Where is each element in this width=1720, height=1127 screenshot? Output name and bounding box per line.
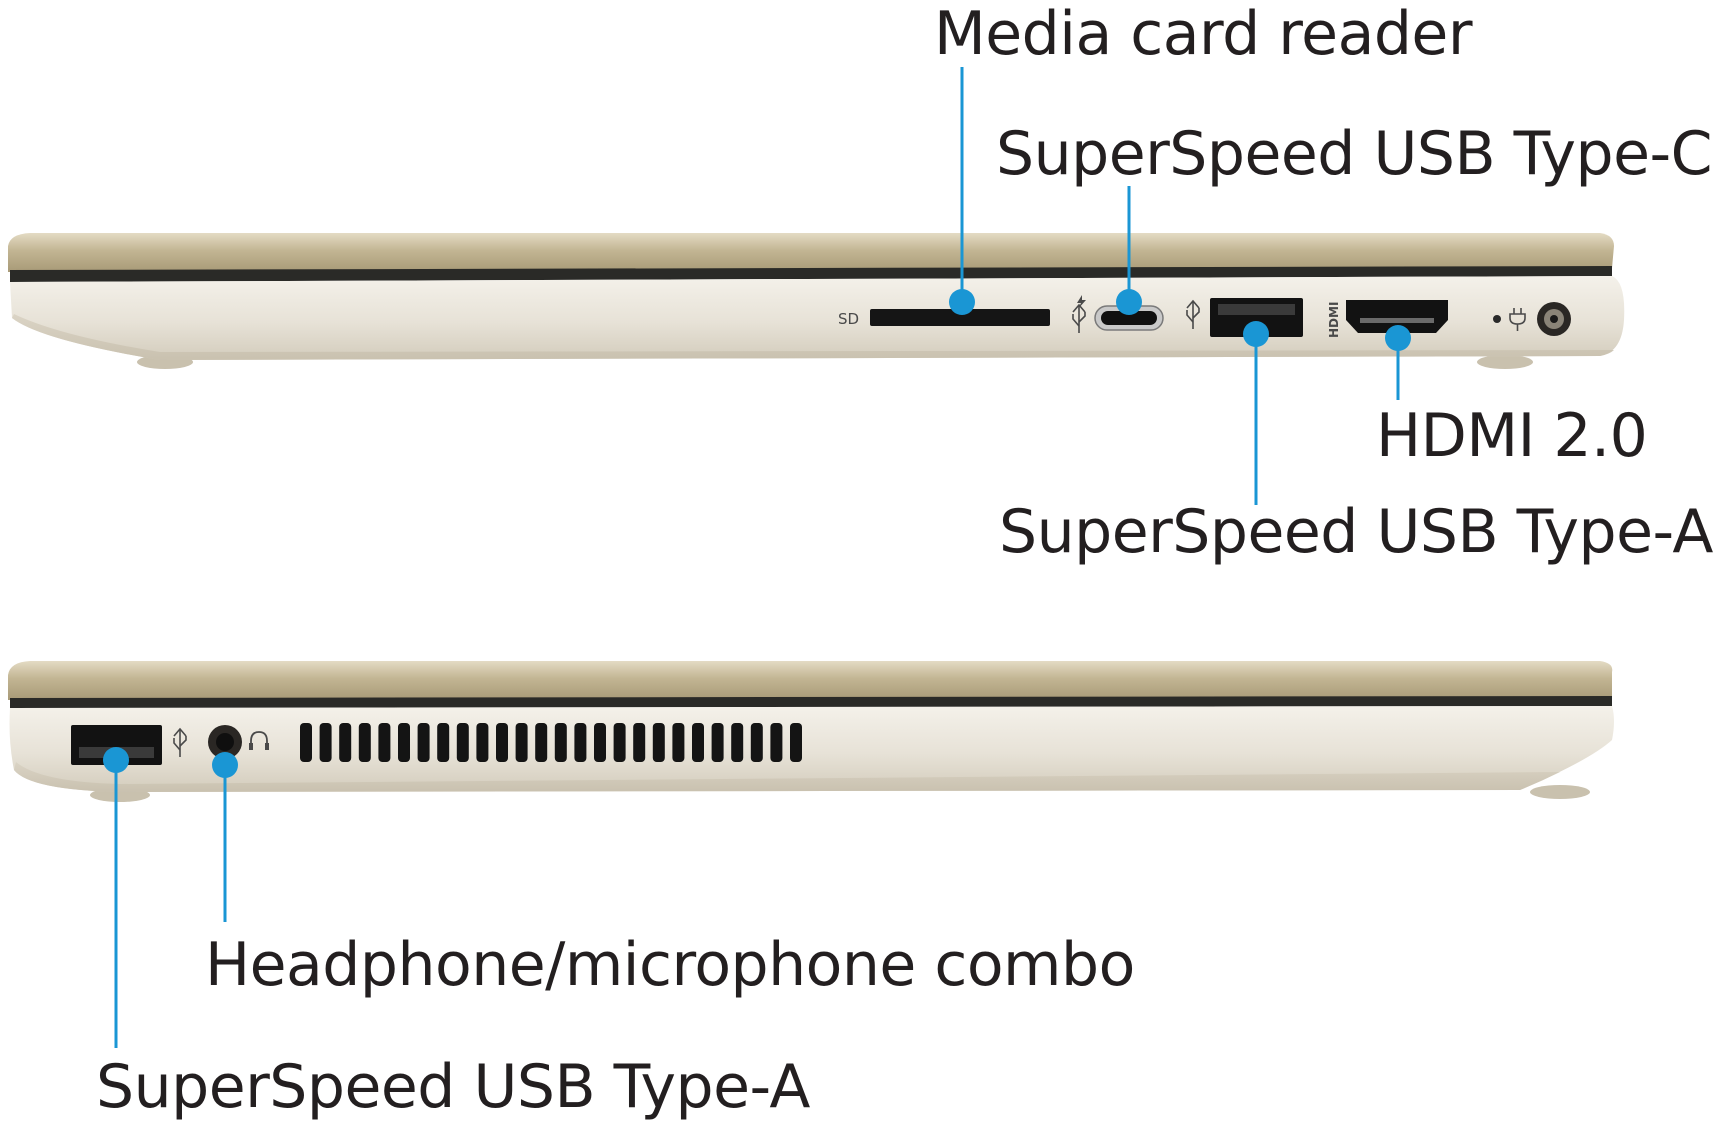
vent-slot: [515, 723, 528, 762]
vent-slot: [476, 723, 489, 762]
vent-slot: [378, 723, 391, 762]
air-vent-grille: [300, 723, 802, 762]
vent-slot: [613, 723, 626, 762]
vent-slot: [672, 723, 685, 762]
leader-headphone-mic: [212, 752, 238, 922]
laptop-lid: [8, 661, 1613, 700]
usb-symbol-icon: [1072, 303, 1086, 333]
label-usb-a-right: SuperSpeed USB Type-A: [999, 497, 1713, 567]
label-usb-c: SuperSpeed USB Type-C®: [996, 119, 1720, 189]
vent-slot: [300, 723, 312, 762]
leader-usb-a-left: [103, 747, 129, 1048]
vent-slot: [692, 723, 704, 762]
vent-slot: [319, 723, 332, 762]
vent-slot: [496, 723, 508, 762]
hdmi-marking: HDMI: [1327, 302, 1341, 338]
hdmi-port-pins: [1360, 318, 1434, 323]
laptop-base: [10, 276, 1625, 360]
vent-slot: [790, 723, 802, 762]
rubber-foot: [1530, 785, 1590, 799]
vent-slot: [770, 723, 783, 762]
vent-slot: [535, 723, 548, 762]
laptop-lid: [8, 233, 1614, 272]
vent-slot: [417, 723, 430, 762]
headphone-icon: [249, 731, 269, 750]
vent-slot: [731, 723, 744, 762]
label-media-card-reader: Media card reader: [934, 0, 1473, 69]
label-hdmi: HDMI 2.0: [1376, 401, 1648, 471]
label-usb-a-left: SuperSpeed USB Type-A: [96, 1052, 810, 1122]
vent-slot: [339, 723, 352, 762]
usb-a-tongue: [1218, 304, 1295, 315]
vent-slot: [554, 723, 567, 762]
vent-slot: [594, 723, 606, 762]
label-headphone-mic: Headphone/microphone combo: [205, 930, 1135, 1000]
dc-jack-pin: [1550, 315, 1558, 323]
lightning-icon: [1077, 295, 1086, 309]
laptop-base: [9, 706, 1614, 792]
laptop-left-side: [8, 661, 1614, 802]
vent-slot: [633, 723, 646, 762]
rubber-foot: [1477, 355, 1533, 369]
power-plug-icon: [1509, 308, 1526, 331]
vent-slot: [398, 723, 410, 762]
sd-marking: SD: [838, 310, 859, 328]
vent-slot: [437, 723, 450, 762]
lid-seam: [10, 266, 1612, 282]
vent-slot: [750, 723, 763, 762]
callout-lines: [103, 67, 1411, 1048]
sd-card-slot: [870, 309, 1050, 326]
leader-hdmi: [1385, 325, 1411, 400]
vent-slot: [711, 723, 724, 762]
laptop-right-side: SD HDMI: [8, 233, 1625, 369]
vent-slot: [652, 723, 665, 762]
vent-slot: [456, 723, 469, 762]
lid-seam: [10, 696, 1612, 708]
leader-usb-a-right: [1243, 321, 1269, 505]
vent-slot: [358, 723, 371, 762]
usb-c-port-inner: [1101, 311, 1157, 325]
usb-symbol-icon: [173, 727, 187, 757]
vent-slot: [574, 723, 587, 762]
headphone-jack-inner: [216, 733, 234, 751]
base-underside: [14, 762, 1560, 792]
base-underside: [12, 314, 1614, 360]
leader-media-card-reader: [949, 67, 975, 315]
hdmi-port: [1346, 300, 1448, 333]
leader-usb-c: [1116, 186, 1142, 315]
power-led: [1493, 315, 1501, 323]
usb-symbol-icon: [1186, 299, 1200, 329]
